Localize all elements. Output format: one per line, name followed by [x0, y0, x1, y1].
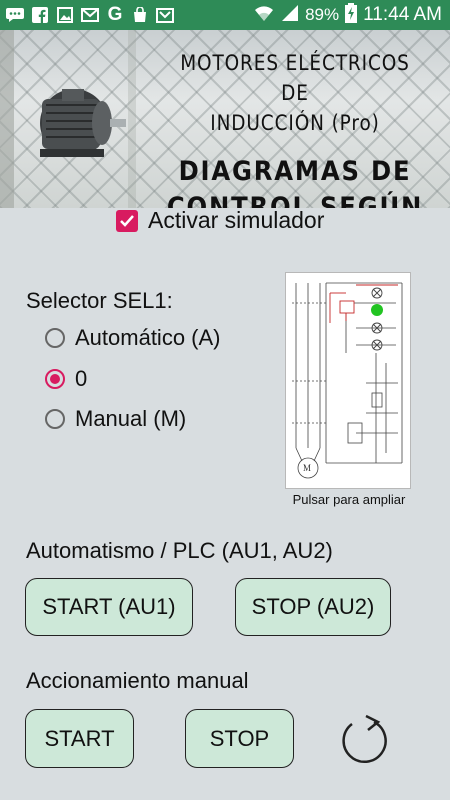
mail-icon-2 [156, 7, 174, 23]
battery-icon [345, 2, 358, 28]
plc-stop-button[interactable]: STOP (AU2) [235, 578, 391, 636]
facebook-icon [31, 7, 49, 23]
banner-line-1: MOTORES ELÉCTRICOS DE [180, 51, 410, 105]
motor-icon [40, 89, 126, 157]
banner-title: MOTORES ELÉCTRICOS DE INDUCCIÓN (Pro) DI… [150, 48, 440, 208]
radio-option-automatico[interactable]: Automático (A) [45, 325, 221, 351]
pilot-light-green [371, 304, 383, 316]
simulator-label: Activar simulador [148, 207, 325, 233]
radio-button[interactable] [45, 409, 65, 429]
status-bar: G 89% 11:44 AM [0, 0, 450, 30]
check-icon [120, 214, 134, 227]
radio-button-selected[interactable] [45, 369, 65, 389]
selector-label: Selector SEL1: [26, 288, 173, 313]
manual-section-label: Accionamiento manual [26, 668, 249, 693]
bag-icon [131, 7, 149, 23]
radio-label: 0 [75, 366, 88, 391]
banner-line-3: DIAGRAMAS DE [178, 156, 412, 187]
radio-option-zero[interactable]: 0 [45, 366, 87, 392]
clock: 11:44 AM [363, 4, 442, 25]
manual-stop-button[interactable]: STOP [185, 709, 294, 768]
banner-line-2: INDUCCIÓN (Pro) [210, 111, 380, 135]
radio-button[interactable] [45, 328, 65, 348]
plc-start-button[interactable]: START (AU1) [25, 578, 193, 636]
g-icon: G [107, 4, 123, 25]
signal-icon [281, 4, 299, 27]
battery-percent: 89% [305, 5, 340, 24]
gallery-icon [56, 7, 74, 23]
wifi-icon [253, 4, 275, 27]
simulator-checkbox[interactable] [116, 209, 138, 232]
notification-icons: G [0, 4, 174, 25]
radio-option-manual[interactable]: Manual (M) [45, 406, 186, 432]
simulator-checkbox-row[interactable]: Activar simulador [116, 207, 324, 234]
control-diagram-thumbnail[interactable]: M [285, 272, 411, 489]
chat-icon [6, 7, 24, 23]
mail-icon [81, 7, 99, 23]
diagram-caption: Pulsar para ampliar [292, 492, 406, 507]
manual-start-button[interactable]: START [25, 709, 134, 768]
circuit-diagram: M [292, 282, 403, 479]
plc-section-label: Automatismo / PLC (AU1, AU2) [26, 538, 333, 563]
svg-text:M: M [303, 463, 311, 473]
banner-line-4: CONTROL SEGÚN ANSI [166, 192, 424, 208]
radio-label: Manual (M) [75, 406, 187, 431]
reset-icon[interactable] [338, 712, 390, 773]
radio-label: Automático (A) [75, 325, 221, 350]
header-banner: MOTORES ELÉCTRICOS DE INDUCCIÓN (Pro) DI… [0, 30, 450, 208]
